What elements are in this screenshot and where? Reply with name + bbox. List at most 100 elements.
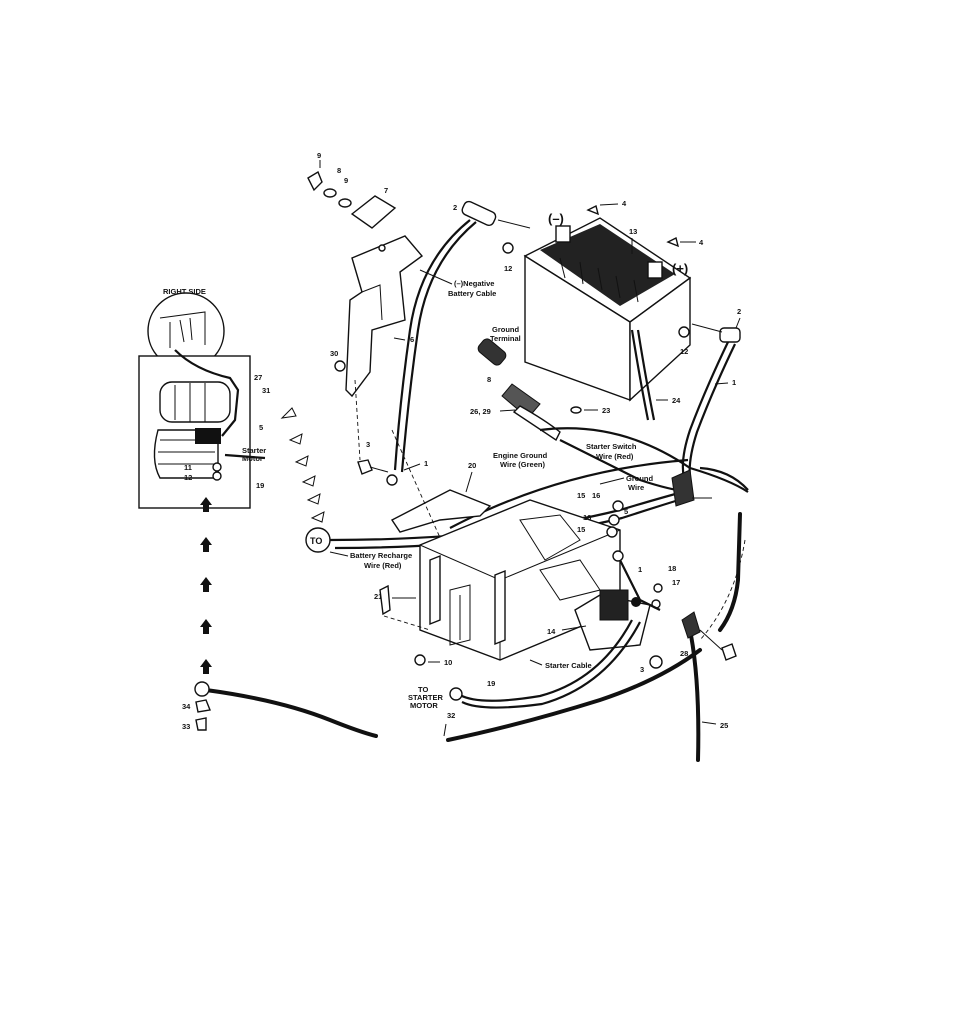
hollow-arrow-icon xyxy=(294,455,309,467)
callout-16a: 16 xyxy=(592,491,600,500)
starter-switch-wire xyxy=(539,427,749,493)
callout-8: 8 xyxy=(337,166,341,175)
nut-3b xyxy=(649,655,663,669)
engine-ground-label-2: Wire (Green) xyxy=(500,460,545,469)
cable-25 xyxy=(688,628,701,762)
callout-2b: 2 xyxy=(737,307,741,316)
starter-switch-label-2: Wire (Red) xyxy=(596,452,634,461)
neg-cable-label-1: (–)Negative xyxy=(454,279,494,288)
callout-2a: 2 xyxy=(453,203,457,212)
arrow-up-icon xyxy=(200,537,212,552)
nut-18 xyxy=(653,583,663,593)
starter-motor-ribs xyxy=(174,383,206,422)
washer-9 xyxy=(338,198,352,208)
hollow-arrow-icon xyxy=(301,475,316,487)
battery-recharge-label-1: Battery Recharge xyxy=(350,551,412,560)
to-circle-label: TO xyxy=(310,536,322,546)
arrow-stack-vertical xyxy=(200,497,212,674)
callout-7: 7 xyxy=(384,186,388,195)
callout-1c: 1 xyxy=(638,565,642,574)
battery-recharge-label-2: Wire (Red) xyxy=(364,561,402,570)
starter-switch-label-1: Starter Switch xyxy=(586,442,637,451)
bolt-21 xyxy=(379,584,391,616)
battery-top-dark xyxy=(540,224,675,306)
nut-12a xyxy=(502,242,514,254)
inset-callout-12: 12 xyxy=(184,473,192,482)
solenoid-mount: 21 10 xyxy=(374,499,621,667)
ground-terminal-label-1: Ground xyxy=(492,325,519,334)
nut-30 xyxy=(334,360,346,372)
callout-3b: 3 xyxy=(640,665,644,674)
callout-12b: 12 xyxy=(680,347,688,356)
callout-28: 28 xyxy=(680,649,688,658)
inset-washer-12 xyxy=(212,471,222,481)
arrow-stack-diagonal xyxy=(280,407,325,523)
hollow-arrow-icon xyxy=(306,493,321,505)
callout-19: 19 xyxy=(487,679,495,688)
washer-16b xyxy=(608,514,620,526)
nut-16a xyxy=(612,500,624,512)
inset-starter-cable xyxy=(224,453,266,460)
cable-end-2a xyxy=(461,200,497,227)
callout-23: 23 xyxy=(602,406,610,415)
neg-terminal-label: (–) xyxy=(548,211,564,226)
nut-33 xyxy=(195,717,207,731)
callout-34: 34 xyxy=(182,702,191,711)
callout-32: 32 xyxy=(447,711,455,720)
pos-terminal xyxy=(647,261,663,279)
harness-clamp xyxy=(671,469,695,507)
inset-callout-31: 31 xyxy=(262,386,270,395)
bracket-6 xyxy=(345,235,424,398)
clip-23 xyxy=(570,406,582,414)
inset-callout-19: 19 xyxy=(256,481,264,490)
callout-17: 17 xyxy=(672,578,680,587)
neg-cable-label-2: Battery Cable xyxy=(448,289,496,298)
callout-15a: 15 xyxy=(577,491,585,500)
inset-callout-11: 11 xyxy=(184,463,192,472)
callout-25: 25 xyxy=(720,721,728,730)
positive-battery-cable: 2 12 1 xyxy=(678,307,741,479)
bolt-28 xyxy=(721,643,737,661)
washer-8 xyxy=(323,188,337,198)
solenoid-14 xyxy=(599,589,629,621)
arrow-up-icon xyxy=(200,659,212,674)
callout-16b: 16 xyxy=(583,513,591,522)
callout-12a: 12 xyxy=(504,264,512,273)
battery: (–) (+) 13 4 4 xyxy=(523,199,704,402)
cable-end-2b xyxy=(719,327,741,343)
callout-30: 30 xyxy=(330,349,338,358)
callout-8b: 8 xyxy=(487,375,491,384)
nut-12b xyxy=(678,326,690,338)
arrow-up-icon xyxy=(200,577,212,592)
inset-header: RIGHT SIDE xyxy=(163,287,206,296)
right-side-inset: RIGHT SIDE Starter Motor 27 31 5 11 12 1… xyxy=(138,287,270,509)
callout-9a: 9 xyxy=(317,151,321,160)
neg-terminal xyxy=(555,225,571,243)
ground-braid xyxy=(512,405,561,442)
cable-25-assembly: 28 25 xyxy=(680,611,737,762)
inset-callout-27: 27 xyxy=(254,373,262,382)
cable-24 xyxy=(630,329,650,421)
washer-15b xyxy=(606,526,618,538)
harness-right-lead xyxy=(718,512,742,632)
ring-terminal-1 xyxy=(386,474,398,486)
cable-32-left xyxy=(204,688,378,738)
inset-starter-label-2: Motor xyxy=(242,454,263,463)
hardware-top-left: 9 8 9 7 xyxy=(307,151,397,229)
callout-5: 5 xyxy=(624,507,628,516)
inset-nut-11 xyxy=(212,462,222,472)
to-starter-label-2: STARTER xyxy=(408,693,443,702)
bracket-20 xyxy=(390,489,492,533)
inset-callout-5: 5 xyxy=(259,423,263,432)
chassis-hardware: 3 1 20 xyxy=(354,379,492,561)
starter-cable-19 xyxy=(459,619,633,702)
lockwasher-34 xyxy=(195,699,211,713)
starter-cable-assembly: Starter Cable 19 TO STARTER MOTOR 3 xyxy=(408,619,663,710)
bolt-10 xyxy=(414,654,426,666)
starter-motor-body xyxy=(159,381,231,423)
callout-1b: 1 xyxy=(424,459,428,468)
callout-20: 20 xyxy=(468,461,476,470)
solenoid-terminal xyxy=(631,597,641,607)
callout-6: 6 xyxy=(410,335,414,344)
